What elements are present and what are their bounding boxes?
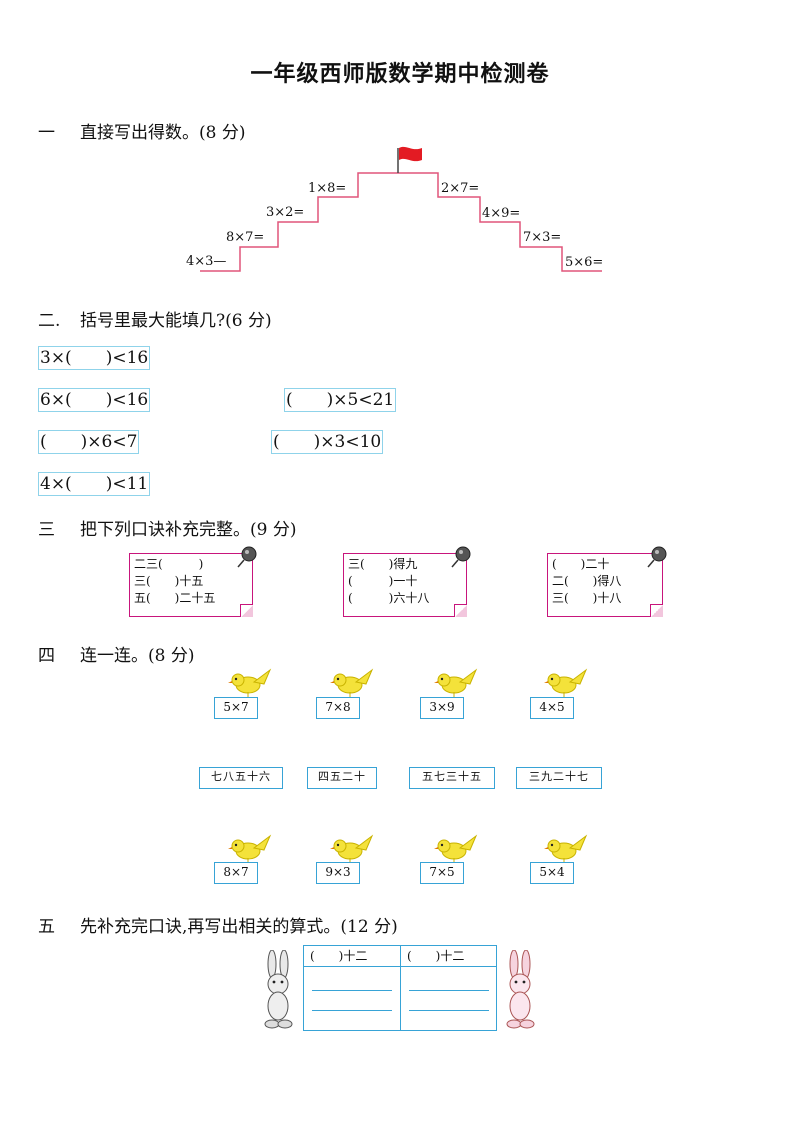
koujue-word-card[interactable]: 四五二十 [307,767,377,789]
flag-icon [399,146,422,162]
stair-expr-6: 4×9= [482,206,521,221]
multiplication-card[interactable]: 8×7 [214,862,258,884]
multiplication-card[interactable]: 7×8 [316,697,360,719]
bird-icon [434,834,478,864]
koujue-line: 五( )二十五 [134,591,216,605]
staircase-diagram [200,146,602,272]
koujue-card-1: 二三( ) 三( )十五 五( )二十五 [129,546,257,617]
koujue-card-3: ( )二十 二( )得八 三( )十八 [547,546,667,617]
stair-expr-2: 8×7= [226,230,265,245]
koujue-card-2: 三( )得九 ( )一十 ( )六十八 [343,546,471,617]
multiplication-card[interactable]: 3×9 [420,697,464,719]
section-1-number: 一 [38,123,55,143]
koujue-line: 三( )十八 [552,591,622,605]
answer-line[interactable] [409,990,489,991]
multiplication-card[interactable]: 5×7 [214,697,258,719]
bird-icon [434,668,478,698]
section-3-number: 三 [38,520,55,540]
inequality-2: 6×( )<16 [38,388,151,412]
stair-expr-8: 5×6= [565,255,604,270]
multiplication-card[interactable]: 9×3 [316,862,360,884]
stair-expr-5: 2×7= [441,181,480,196]
section-3-heading: 把下列口诀补充完整。(9 分) [80,520,297,540]
koujue-line: 二( )得八 [552,574,622,588]
answer-line[interactable] [312,1010,392,1011]
section-2-number: 二. [38,311,61,331]
rabbit-left-icon [264,950,293,1029]
stair-expr-1: 4×3— [186,254,227,269]
pushpin-icon [237,546,257,568]
bird-icon [544,834,588,864]
koujue-line: 三( )十五 [134,574,204,588]
answer-line[interactable] [409,1010,489,1011]
multiplication-card[interactable]: 7×5 [420,862,464,884]
section-4-number: 四 [38,646,55,666]
koujue-word-card[interactable]: 三九二十七 [516,767,602,789]
answer-column-2: ( )十二 [401,946,497,1030]
koujue-line: ( )二十 [552,557,610,571]
koujue-line: 三( )得九 [348,557,418,571]
bird-icon [544,668,588,698]
koujue-word-card[interactable]: 五七三十五 [409,767,495,789]
koujue-line: ( )六十八 [348,591,430,605]
bird-icon [330,834,374,864]
section-5-heading: 先补充完口诀,再写出相关的算式。(12 分) [80,917,398,937]
section-4-heading: 连一连。(8 分) [80,646,195,666]
pushpin-icon [451,546,471,568]
page-title: 一年级西师版数学期中检测卷 [250,61,550,87]
inequality-4: ( )×6<7 [38,430,140,454]
bird-icon [330,668,374,698]
answer-line[interactable] [312,990,392,991]
page-curl [650,604,663,617]
rabbit-right-icon [506,950,535,1029]
table-koujue-cell: ( )十二 [304,946,400,967]
section-1-heading: 直接写出得数。(8 分) [80,123,246,143]
bird-icon [228,668,272,698]
inequality-6: 4×( )<11 [38,472,151,496]
multiplication-card[interactable]: 5×4 [530,862,574,884]
page-curl [454,604,467,617]
staircase-line [200,172,602,272]
koujue-line: ( )一十 [348,574,418,588]
inequality-1: 3×( )<16 [38,346,151,370]
answer-table: ( )十二 ( )十二 [303,945,497,1031]
section-5-number: 五 [38,917,55,937]
stair-expr-7: 7×3= [523,230,562,245]
koujue-word-card[interactable]: 七八五十六 [199,767,283,789]
stair-expr-4: 1×8= [308,181,347,196]
multiplication-card[interactable]: 4×5 [530,697,574,719]
table-koujue-cell: ( )十二 [401,946,497,967]
bird-icon [228,834,272,864]
inequality-3: ( )×5<21 [284,388,397,412]
page-curl [240,604,253,617]
koujue-line: 二三( ) [134,557,204,571]
pushpin-icon [647,546,667,568]
stair-expr-3: 3×2= [266,205,305,220]
section-2-heading: 括号里最大能填几?(6 分) [80,311,272,331]
inequality-5: ( )×3<10 [271,430,384,454]
answer-column-1: ( )十二 [304,946,401,1030]
